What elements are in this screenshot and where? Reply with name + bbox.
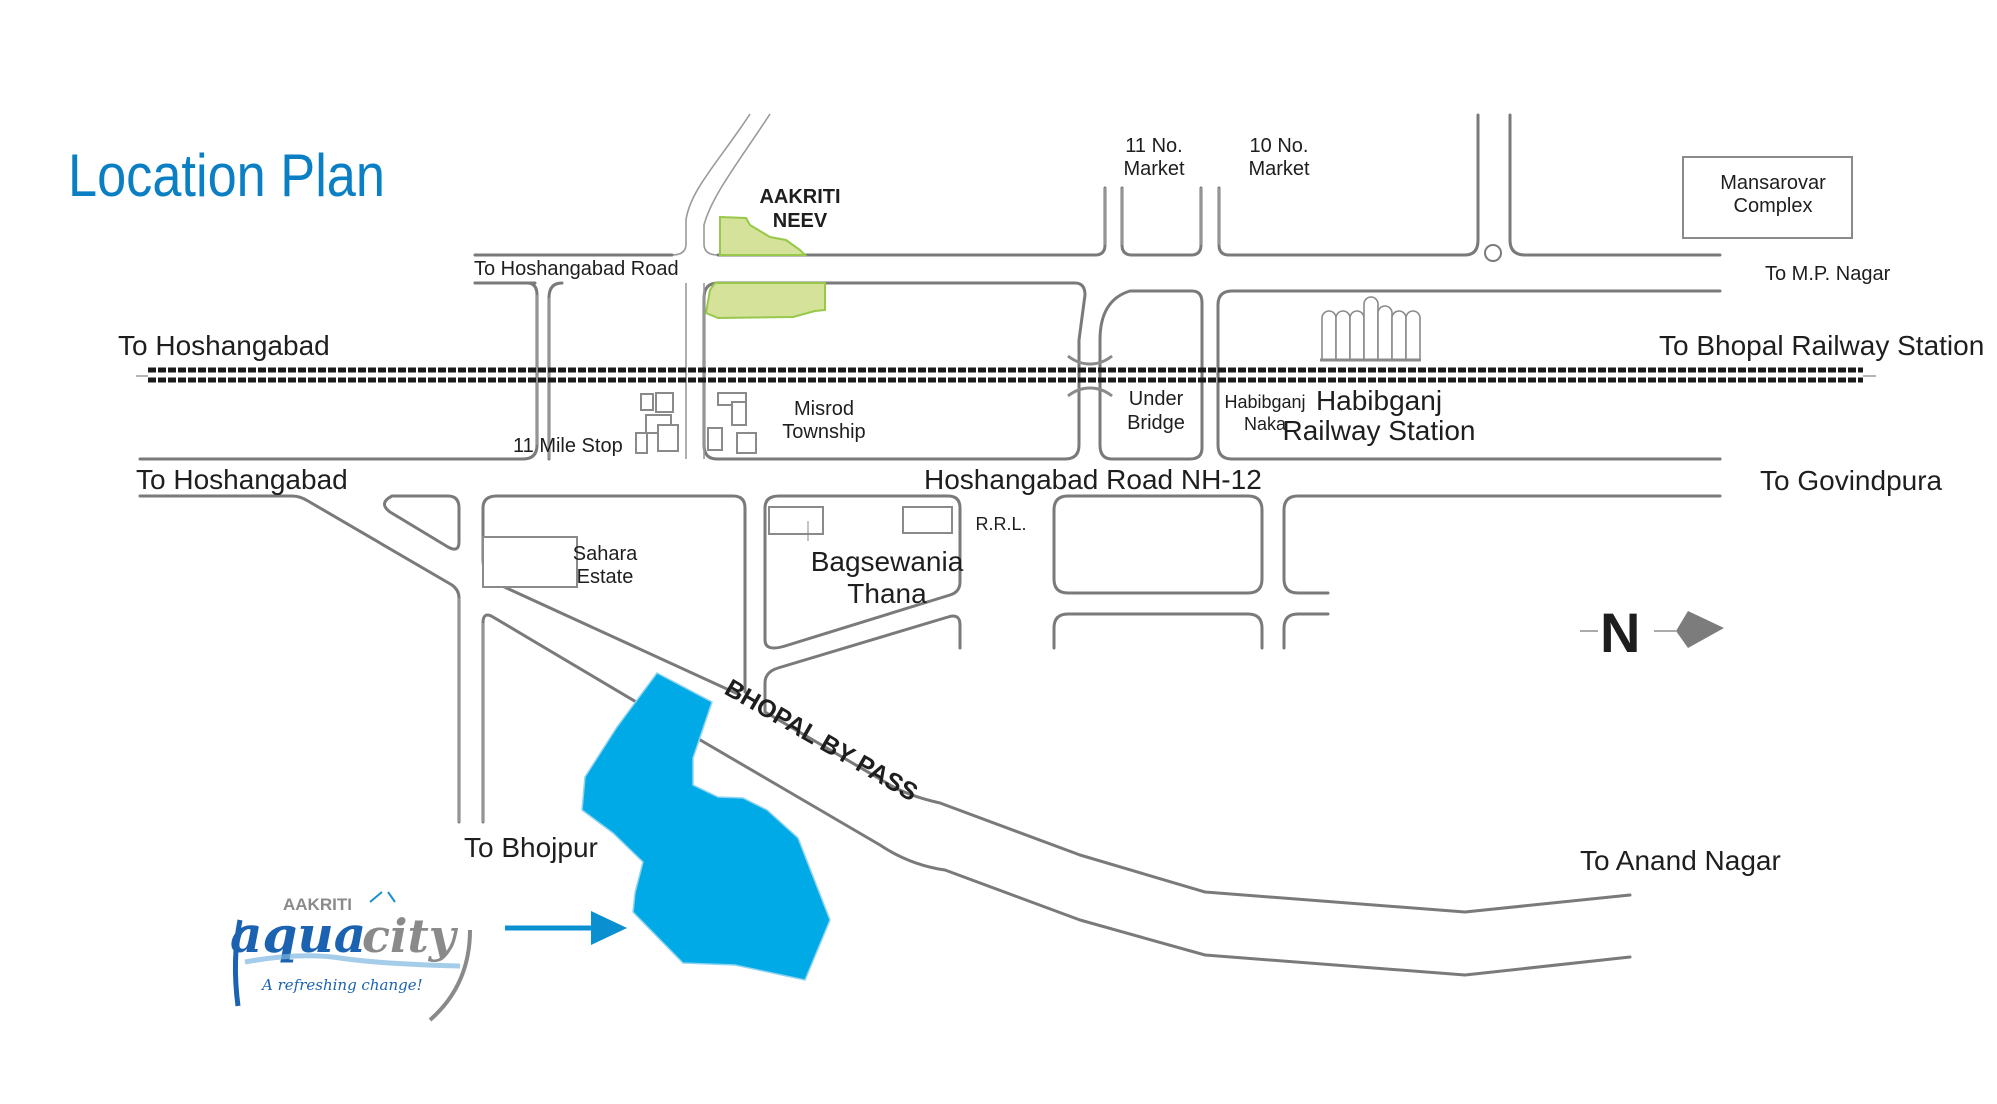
eleven-mile-buildings <box>635 392 679 454</box>
north-arrow: N <box>1580 601 1724 664</box>
upper-road-top-right <box>1217 113 1480 257</box>
block-bagsewania <box>763 494 962 650</box>
label-11-market-1: 11 No. <box>1125 135 1182 157</box>
block-nh12-east2 <box>1052 612 1264 650</box>
upper-road-top-mid2 <box>1120 186 1203 257</box>
block-habibganj <box>1216 289 1722 461</box>
block-nh12-east1 <box>1052 494 1264 595</box>
label-under-bridge-2: Bridge <box>1127 412 1185 434</box>
label-mansarovar-1: Mansarovar <box>1720 172 1826 194</box>
label-to-hoshangabad-nh: To Hoshangabad <box>136 464 348 495</box>
block-nh12-east4 <box>1282 612 1330 650</box>
label-under-bridge-1: Under <box>1129 388 1184 410</box>
bypass-upper-edge <box>763 710 1632 914</box>
logo-name-city: city <box>362 909 459 963</box>
label-to-anand-nagar: To Anand Nagar <box>1580 845 1781 876</box>
curved-road-left-edge <box>671 113 751 256</box>
road-network <box>138 113 1722 977</box>
bypass-lower-edge <box>688 732 1632 977</box>
label-bagsewania-2: Thana <box>847 578 927 609</box>
page-title: Location Plan <box>68 142 385 209</box>
north-label: N <box>1600 601 1640 664</box>
label-misrod-2: Township <box>782 421 865 443</box>
label-bagsewania-1: Bagsewania <box>811 546 964 577</box>
label-habibganj-naka-1: Habibganj <box>1224 392 1305 412</box>
nh12-lower-left <box>138 494 461 824</box>
label-hoshangabad-road-nh12: Hoshangabad Road NH-12 <box>924 464 1262 495</box>
label-to-govindpura: To Govindpura <box>1760 465 1943 496</box>
north-arrow-icon <box>1676 611 1724 648</box>
market10-road <box>1200 188 1220 245</box>
market11-road <box>1104 188 1123 245</box>
label-rrl: R.R.L. <box>975 514 1026 534</box>
label-11-market-2: Market <box>1123 158 1185 180</box>
logo-y-tail-icon <box>428 929 472 1022</box>
aqua-city-logo: AAKRITI aqua city A refreshing change! <box>230 891 472 1022</box>
logo-water-wave-icon <box>244 953 461 969</box>
triangle-island <box>383 494 461 551</box>
mansarovar-complex-box <box>1682 156 1853 239</box>
label-sahara-2: Estate <box>577 566 634 588</box>
logo-a-tail-icon <box>232 919 243 1007</box>
aakriti-neev-site-north <box>719 215 808 256</box>
railway-line <box>136 367 1876 383</box>
habibganj-station-icon <box>1320 296 1421 362</box>
label-to-mp-nagar: To M.P. Nagar <box>1765 263 1891 285</box>
label-bhopal-bypass: BHOPAL BY PASS <box>720 674 922 807</box>
block-nh12-east3 <box>1282 494 1722 595</box>
label-aakriti-neev-1: AAKRITI <box>759 186 840 208</box>
bagsewania-building <box>768 506 824 535</box>
site-pointer-arrow <box>505 911 627 945</box>
label-to-hoshangabad-road: To Hoshangabad Road <box>474 258 679 280</box>
sahara-estate-box <box>482 536 578 588</box>
aakriti-neev-site-south <box>704 282 826 320</box>
bhojpur-road <box>458 598 484 822</box>
label-mansarovar-2: Complex <box>1734 195 1813 217</box>
mp-nagar-road-top <box>1508 113 1722 257</box>
label-habibganj-station-1: Habibganj <box>1316 385 1442 416</box>
curved-road-right-edge <box>703 113 771 256</box>
label-habibganj-naka-2: Naka <box>1244 414 1287 434</box>
block-misrod <box>547 281 1087 461</box>
label-to-bhopal-railway-station: To Bhopal Railway Station <box>1659 330 1984 361</box>
logo-accent-icon <box>369 891 396 903</box>
label-11-mile-stop: 11 Mile Stop <box>513 435 623 457</box>
label-misrod-1: Misrod <box>794 398 854 420</box>
block-south-of-bagsewania <box>763 614 962 714</box>
misrod-buildings <box>707 392 757 454</box>
rrl-box <box>902 506 953 534</box>
label-10-market-1: 10 No. <box>1250 135 1309 157</box>
block-under-bridge <box>1098 289 1204 461</box>
under-bridge-icon <box>1067 354 1113 398</box>
logo-tagline: A refreshing change! <box>260 976 423 994</box>
label-habibganj-station-2: Railway Station <box>1283 415 1476 446</box>
logo-brand: AAKRITI <box>283 895 352 914</box>
label-sahara-1: Sahara <box>573 543 638 565</box>
map-labels: To Hoshangabad Road AAKRITI NEEV 11 No. … <box>118 135 1984 876</box>
label-to-hoshangabad-rail: To Hoshangabad <box>118 330 330 361</box>
label-aakriti-neev-2: NEEV <box>773 210 828 232</box>
roundabout <box>1484 244 1502 262</box>
upper-road-top-mid <box>716 186 1107 257</box>
aqua-city-site-lake <box>581 672 831 981</box>
label-10-market-2: Market <box>1248 158 1310 180</box>
label-to-bhojpur: To Bhojpur <box>464 832 598 863</box>
